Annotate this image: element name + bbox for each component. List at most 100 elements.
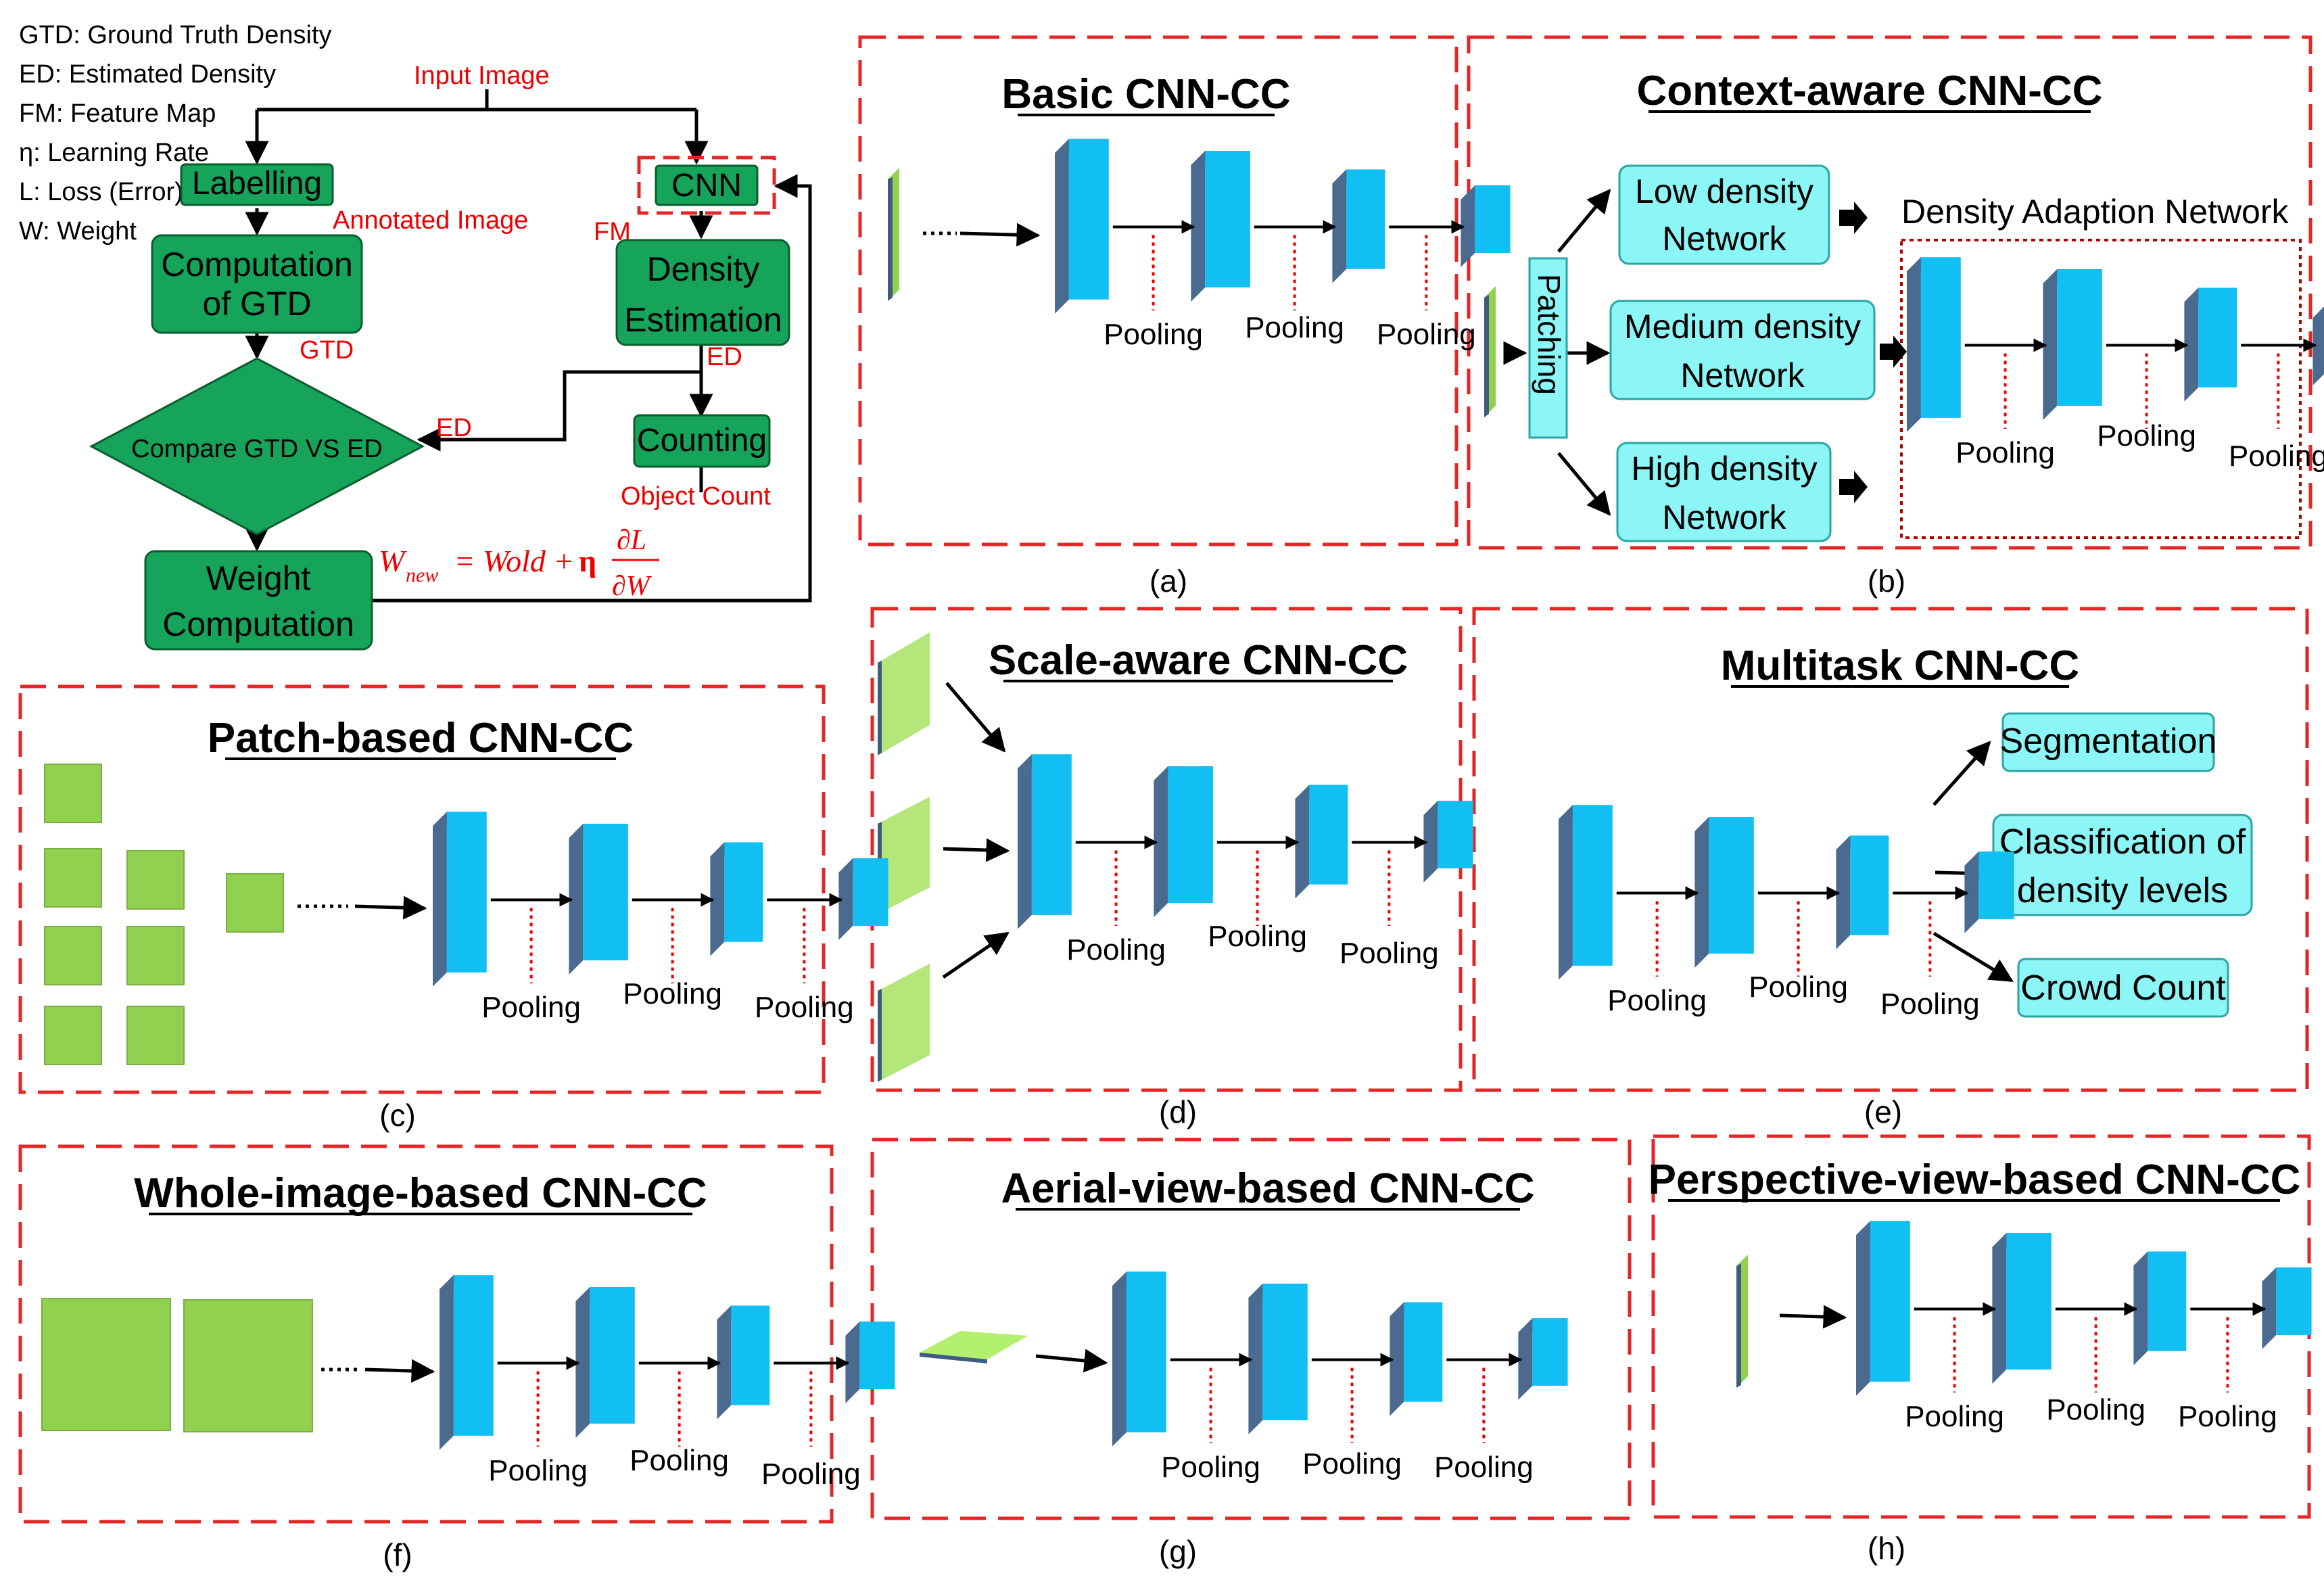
input-slab-a-edge: [888, 177, 893, 301]
labelling-label: Labelling: [192, 166, 322, 202]
connector: [417, 370, 701, 452]
pooling-label: Pooling: [1905, 1400, 2004, 1433]
scale-input-3-edge: [878, 989, 882, 1082]
cnn-box: [655, 164, 759, 206]
layer-block: [583, 824, 628, 961]
layer-block: [2276, 1267, 2312, 1335]
pooling-label: Pooling: [1245, 311, 1344, 344]
layer-block-side: [1295, 785, 1310, 899]
panel-captions: (a) (b) (c) (d) (e) (f) (g) (h): [379, 563, 1905, 1572]
pooling-label: Pooling: [1377, 318, 1476, 351]
pooling-label: Pooling: [1880, 987, 1980, 1021]
layer-block: [1572, 805, 1613, 966]
layer-block: [1850, 835, 1889, 935]
pooling-label: Pooling: [623, 977, 722, 1010]
scale-input-1-edge: [878, 661, 882, 755]
arrow: [1932, 931, 2014, 983]
weight-update-formula: W new = Wold + η ∂L ∂W: [379, 525, 659, 602]
pooling-label: Pooling: [1339, 937, 1439, 970]
segmentation-label: Segmentation: [2000, 722, 2217, 761]
cnn-dashed-frame: [637, 156, 776, 215]
low-density-line2: Network: [1662, 220, 1786, 258]
scale-input-1: [878, 632, 930, 755]
layer-block-side: [1461, 185, 1475, 267]
layer-block-side: [838, 858, 853, 940]
panel-d-title: Scale-aware CNN-CC: [989, 637, 1408, 684]
classification-line1: Classification of: [1999, 822, 2246, 862]
block-arrow: [1839, 471, 1868, 503]
arrow: [1932, 741, 1991, 806]
arrow: [1557, 189, 1611, 253]
pooling-label: Pooling: [1302, 1447, 1402, 1480]
layer-block-side: [1112, 1271, 1127, 1447]
pooling-label: Pooling: [630, 1444, 729, 1477]
medium-density-line1: Medium density: [1624, 308, 1861, 346]
layer-block: [1978, 851, 2014, 919]
pooling-label: Pooling: [2046, 1393, 2145, 1426]
arrow: [943, 838, 1010, 862]
patch: [44, 764, 102, 823]
low-density-network-box: [1618, 164, 1830, 265]
layer-block-side: [1964, 851, 1979, 933]
medium-density-line2: Network: [1680, 356, 1805, 394]
patching-box: [1528, 257, 1568, 439]
layer-block-side: [569, 824, 584, 975]
arrow: [1779, 1305, 1847, 1329]
scale-input-3: [878, 964, 930, 1082]
layer-block-side: [1856, 1221, 1870, 1396]
whole-image-1: [41, 1298, 171, 1431]
panel-f-frame: [18, 1144, 834, 1524]
counting-label: Counting: [637, 423, 767, 459]
patch: [126, 926, 185, 985]
arrow: [364, 1359, 435, 1383]
crowd-count-box: [2017, 958, 2229, 1018]
legend-eta: η: Learning Rate: [19, 139, 209, 167]
gtd-computation-line2: of GTD: [202, 285, 311, 323]
layer-block-side: [1423, 801, 1438, 883]
panel-a-caption: (a): [1149, 563, 1187, 599]
compare-label: Compare GTD VS ED: [131, 435, 383, 463]
layer-block: [1870, 1221, 1910, 1382]
layer-block: [1438, 801, 1473, 868]
counting-box: [633, 414, 771, 468]
panel-a-frame: [858, 35, 1459, 546]
pooling-label: Pooling: [2229, 440, 2324, 473]
layer-block: [1068, 139, 1109, 300]
pooling-label: Pooling: [1607, 984, 1707, 1017]
aerial-input-edge: [920, 1353, 987, 1363]
connector: [372, 174, 812, 603]
layer-block: [1532, 1318, 1568, 1386]
panel-c-caption: (c): [379, 1098, 416, 1133]
input-image-label: Input Image: [414, 62, 550, 90]
pooling-label: Pooling: [755, 991, 854, 1024]
layer-block-side: [2262, 1267, 2277, 1349]
formula-w: W: [379, 544, 407, 578]
training-flowchart: GTD: Ground Truth Density ED: Estimated …: [19, 21, 812, 651]
layer-block-side: [2313, 306, 2324, 385]
arrow: [959, 223, 1041, 247]
segmentation-box: [2001, 712, 2215, 772]
layer-block: [853, 858, 888, 926]
pooling-label: Pooling: [1208, 920, 1307, 953]
arrow: [1557, 452, 1611, 516]
layer-block: [446, 812, 487, 973]
labelling-box: [180, 163, 334, 206]
pooling-label: Pooling: [1161, 1451, 1260, 1484]
layer-block: [859, 1322, 895, 1389]
pooling-label: Pooling: [761, 1457, 861, 1491]
layer-block: [724, 842, 763, 942]
pooling-label: Pooling: [1104, 318, 1203, 351]
legend-fm: FM: Feature Map: [19, 99, 216, 128]
pooling-label: Pooling: [488, 1454, 588, 1487]
ed-label-1: ED: [707, 343, 742, 371]
panel-titles: Basic CNN-CC Context-aware CNN-CC Patch-…: [134, 68, 2300, 1217]
arrow: [354, 895, 427, 920]
legend-weight: W: Weight: [19, 217, 137, 245]
ed-label-2: ED: [436, 414, 472, 442]
layer-block-side: [710, 842, 725, 956]
patch: [126, 850, 185, 910]
block-arrow: [1839, 202, 1868, 234]
scale-input-2: [878, 797, 930, 914]
layer-block-side: [845, 1322, 860, 1403]
